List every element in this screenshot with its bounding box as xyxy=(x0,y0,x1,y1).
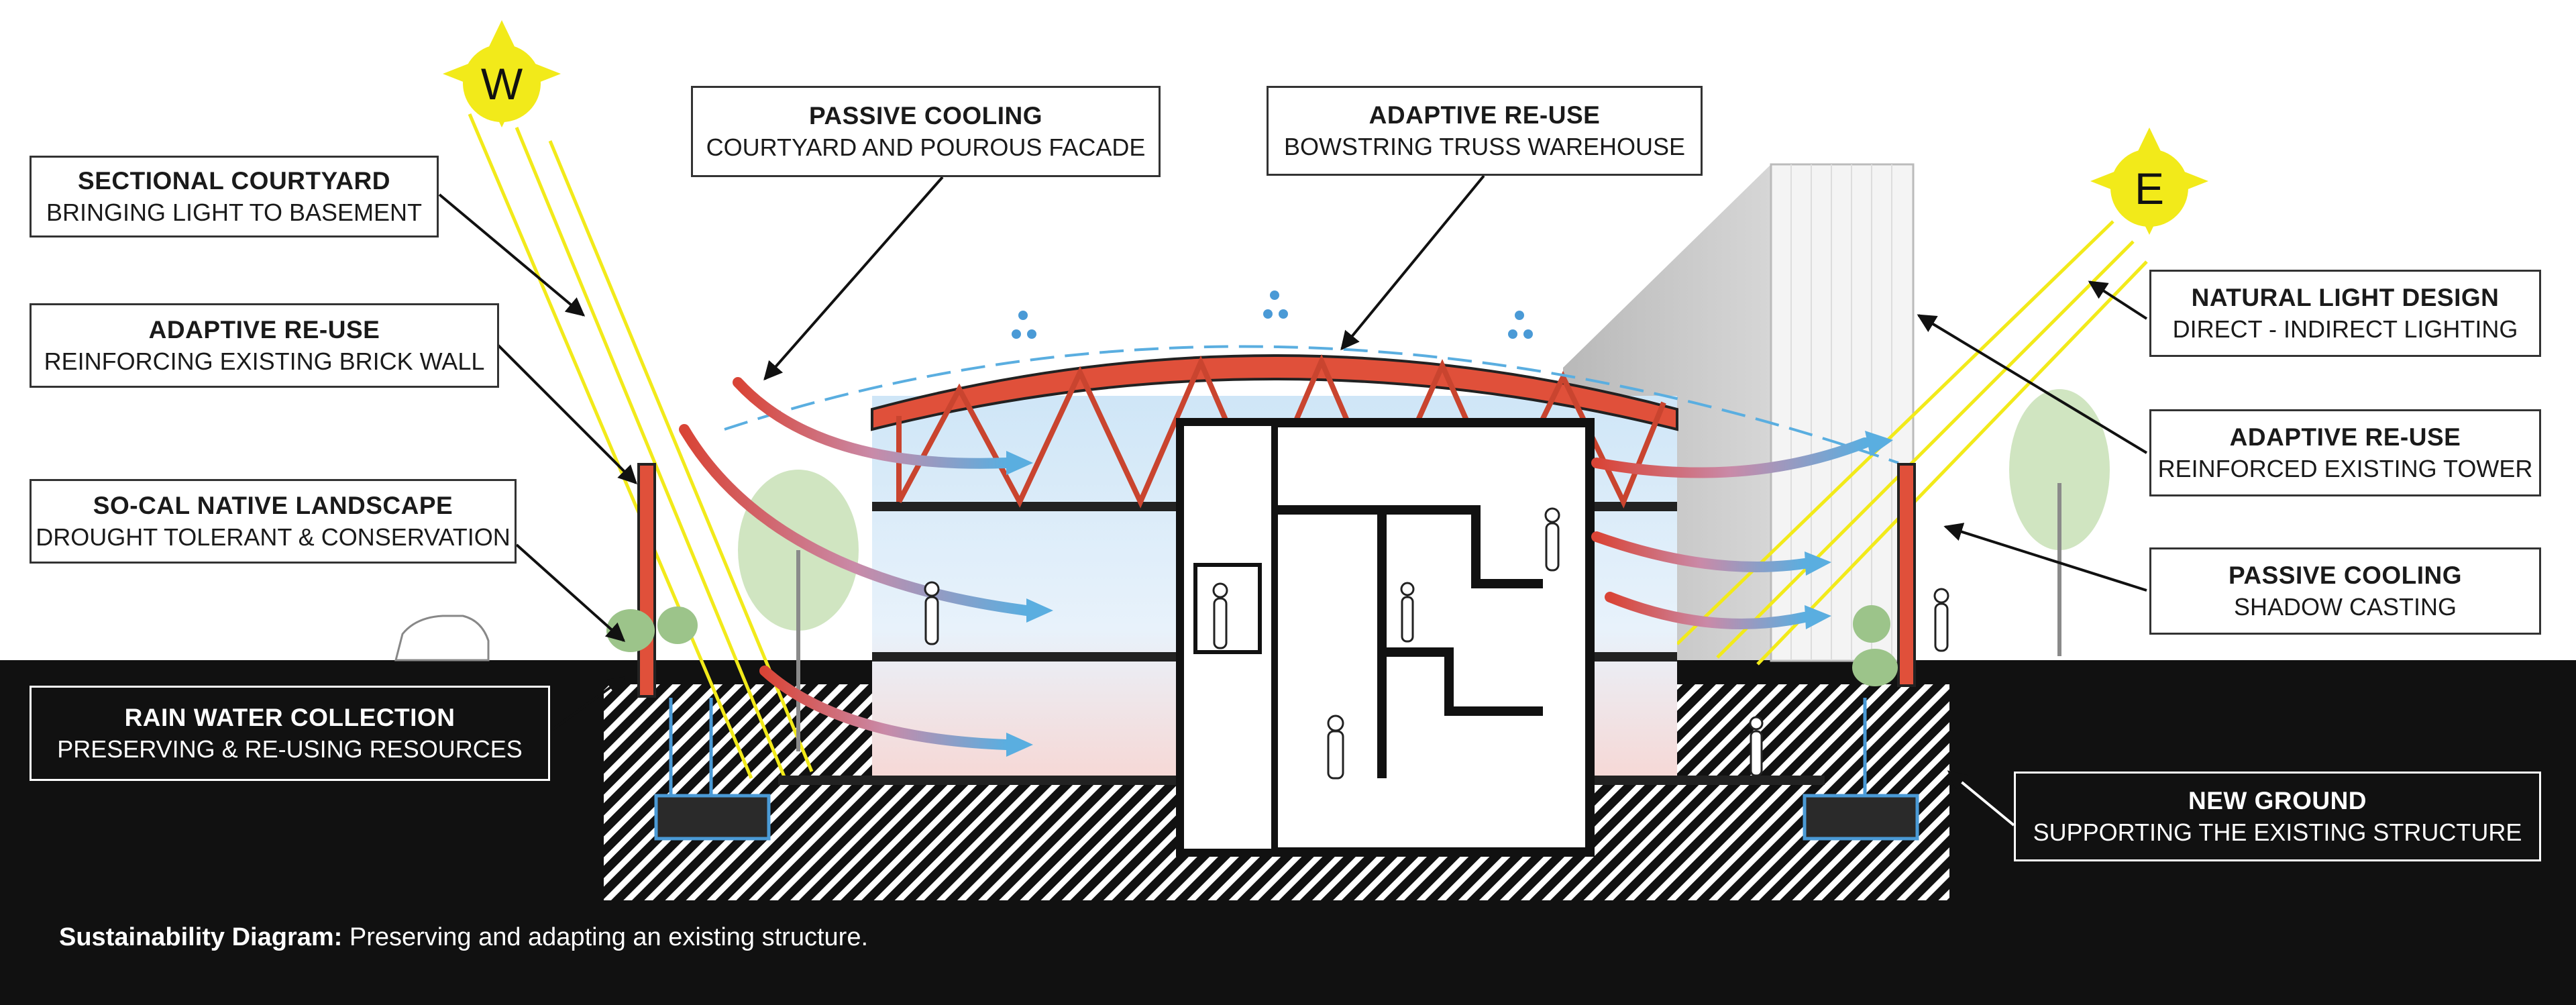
label-title: SO-CAL NATIVE LANDSCAPE xyxy=(93,492,453,520)
label-title: PASSIVE COOLING xyxy=(2228,562,2463,590)
west-sun-rays xyxy=(468,113,814,779)
label-socal-landscape: SO-CAL NATIVE LANDSCAPE DROUGHT TOLERANT… xyxy=(30,479,517,564)
canopy-line xyxy=(724,345,1899,464)
label-natural-light: NATURAL LIGHT DESIGN DIRECT - INDIRECT L… xyxy=(2149,270,2541,357)
rain-drops xyxy=(1012,290,1533,339)
label-adaptive-reuse-tower: ADAPTIVE RE-USE REINFORCED EXISTING TOWE… xyxy=(2149,409,2541,496)
rainwater-tank-west xyxy=(654,794,771,841)
east-sun-rays xyxy=(1676,220,2148,666)
existing-brick-wall-west xyxy=(637,463,656,698)
diagram-caption: Sustainability Diagram: Preserving and a… xyxy=(59,923,868,952)
label-subtitle: PRESERVING & RE-USING RESOURCES xyxy=(57,735,523,763)
label-title: ADAPTIVE RE-USE xyxy=(148,316,380,344)
rainwater-tank-east xyxy=(1803,794,1919,841)
label-subtitle: SHADOW CASTING xyxy=(2233,592,2457,621)
rainwater-pipes xyxy=(669,698,1867,796)
label-title: SECTIONAL COURTYARD xyxy=(78,167,390,195)
label-rain-water: RAIN WATER COLLECTION PRESERVING & RE-US… xyxy=(30,686,550,781)
label-title: RAIN WATER COLLECTION xyxy=(124,704,455,732)
label-title: NEW GROUND xyxy=(2188,787,2367,815)
label-adaptive-reuse-truss: ADAPTIVE RE-USE BOWSTRING TRUSS WAREHOUS… xyxy=(1267,86,1703,176)
caption-text: Preserving and adapting an existing stru… xyxy=(342,923,869,951)
label-subtitle: SUPPORTING THE EXISTING STRUCTURE xyxy=(2033,818,2522,846)
label-passive-cooling-courtyard: PASSIVE COOLING COURTYARD AND POUROUS FA… xyxy=(691,86,1161,177)
label-subtitle: DIRECT - INDIRECT LIGHTING xyxy=(2172,315,2518,343)
label-subtitle: REINFORCED EXISTING TOWER xyxy=(2157,454,2533,482)
airflow-arrows xyxy=(679,377,1870,750)
label-subtitle: BRINGING LIGHT TO BASEMENT xyxy=(46,198,423,226)
label-subtitle: COURTYARD AND POUROUS FACADE xyxy=(706,133,1146,161)
east-sun-letter: E xyxy=(2135,164,2164,213)
caption-bold: Sustainability Diagram: xyxy=(59,923,343,951)
existing-brick-wall-east xyxy=(1897,463,1916,687)
tower-ribs xyxy=(1790,164,1892,660)
leader-lines xyxy=(438,174,2148,827)
label-subtitle: DROUGHT TOLERANT & CONSERVATION xyxy=(36,523,511,551)
people-silhouettes xyxy=(924,507,1949,780)
label-title: NATURAL LIGHT DESIGN xyxy=(2191,284,2500,312)
bowstring-roof xyxy=(871,354,1678,431)
elevator-cab xyxy=(1193,563,1262,654)
label-sectional-courtyard: SECTIONAL COURTYARD BRINGING LIGHT TO BA… xyxy=(30,156,439,237)
label-adaptive-reuse-brick: ADAPTIVE RE-USE REINFORCING EXISTING BRI… xyxy=(30,303,499,388)
label-subtitle: BOWSTRING TRUSS WAREHOUSE xyxy=(1283,132,1686,160)
label-title: PASSIVE COOLING xyxy=(808,102,1043,130)
airflow-arrowheads xyxy=(1006,431,1893,757)
car-silhouette xyxy=(394,615,490,662)
stair-flight-upper xyxy=(1382,505,1543,588)
west-sun-icon: W xyxy=(443,20,561,127)
label-subtitle: REINFORCING EXISTING BRICK WALL xyxy=(44,347,485,375)
label-title: ADAPTIVE RE-USE xyxy=(1368,101,1601,129)
east-sun-icon: E xyxy=(2090,127,2208,235)
stair-flight-lower xyxy=(1382,647,1543,716)
west-sun-letter: W xyxy=(481,59,523,109)
label-new-ground: NEW GROUND SUPPORTING THE EXISTING STRUC… xyxy=(2014,772,2541,861)
label-title: ADAPTIVE RE-USE xyxy=(2229,423,2461,452)
label-passive-cooling-shadow: PASSIVE COOLING SHADOW CASTING xyxy=(2149,547,2541,635)
